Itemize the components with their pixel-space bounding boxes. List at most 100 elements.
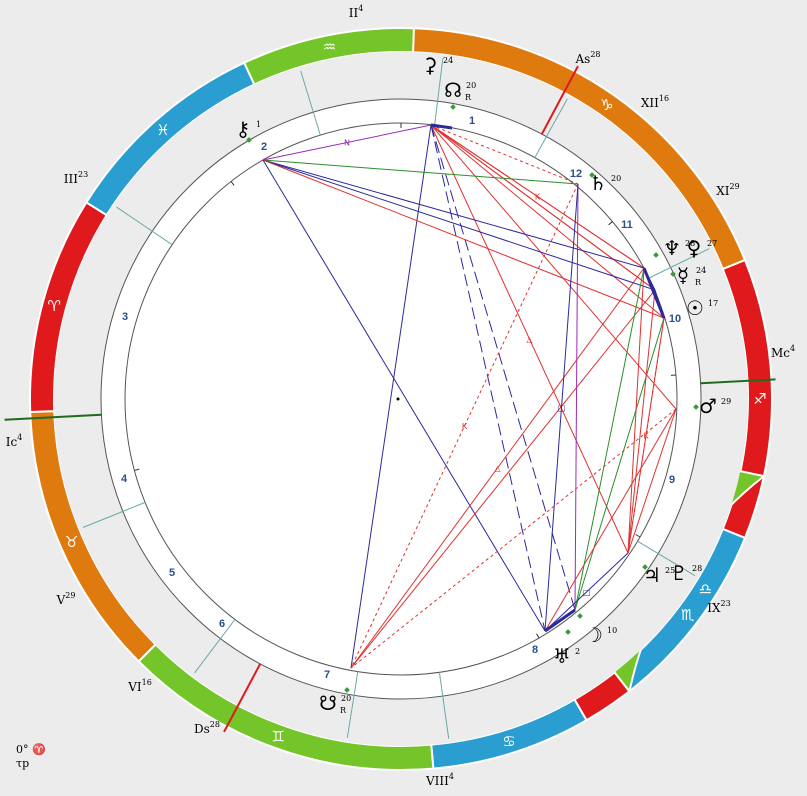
mercury-degree: 24 (696, 266, 706, 275)
aspect-line (350, 183, 579, 669)
aspect-line (262, 159, 665, 319)
planet-marker (450, 104, 456, 110)
aspect-lines: NK△K△K□□ (246, 104, 699, 693)
aspect-line (430, 124, 645, 269)
house-number-2: 2 (261, 141, 267, 153)
aspect-line (544, 408, 677, 632)
aspect-line (262, 159, 645, 269)
gemini-glyph: ♊ (271, 727, 284, 745)
house-number-5: 5 (169, 567, 175, 579)
mercury-glyph: ☿ (677, 263, 689, 287)
aspect-line (350, 289, 656, 669)
aspect-line (430, 124, 546, 632)
saturn-glyph: ♄ (589, 171, 607, 195)
planet-marker (642, 564, 648, 570)
angle-label-ic: Ic4 (6, 433, 23, 449)
house-number-1: 1 (469, 115, 475, 127)
saturn-degree: 20 (611, 174, 621, 183)
chart-center-dot (396, 397, 400, 401)
aspect-line (430, 124, 656, 291)
aspect-line (574, 183, 579, 611)
angle-label-ds: Ds28 (194, 720, 220, 736)
mercury-retrograde: R (695, 278, 702, 287)
aspect-symbol: △ (526, 335, 533, 344)
sagittarius-glyph: ♐ (753, 390, 766, 408)
venus-glyph: ♀ (687, 236, 702, 260)
mars-glyph: ♂ (699, 394, 717, 418)
aspect-symbol: K (462, 422, 468, 431)
aspect-line (430, 124, 665, 319)
aspect-line (544, 552, 629, 632)
chart-labels: Ic4Mc4As28Ds28II4III23V29VI16VIII4IX23XI… (6, 4, 795, 788)
planet-marker (693, 404, 699, 410)
house-cusp-label-XII: XII16 (641, 94, 669, 110)
mars-degree: 29 (721, 397, 731, 406)
aspect-line (350, 124, 432, 669)
south-node-retrograde: R (340, 706, 347, 715)
ceres-degree: 24 (443, 56, 453, 65)
ic-axis-line (4, 413, 102, 421)
moon-degree: 10 (607, 626, 617, 635)
house-tick (608, 221, 613, 226)
aspect-line (574, 317, 665, 611)
ceres-glyph: ⚳ (423, 53, 438, 77)
house-cusp-line (82, 501, 146, 528)
house-number-6: 6 (219, 618, 225, 630)
uranus-degree: 2 (575, 647, 580, 656)
mc-axis-line (700, 378, 776, 385)
angle-label-as: As28 (574, 50, 600, 66)
pluto-glyph: ♇ (670, 561, 688, 585)
aspect-line (262, 159, 579, 185)
house-cusp-line (194, 619, 236, 674)
house-number-8: 8 (532, 644, 538, 656)
reference-point-label: 0° ♈ (16, 743, 46, 756)
aspect-symbol: □ (558, 404, 566, 413)
aspect-line (350, 267, 645, 669)
libra-glyph: ♎ (699, 580, 712, 598)
house-number-10: 10 (669, 313, 681, 325)
chart-corner-info: 0° ♈ τp (16, 743, 46, 771)
house-cusp-line (438, 672, 450, 739)
conjunction-bar (430, 123, 453, 130)
aquarius-glyph: ♒ (323, 38, 336, 56)
aspect-line (627, 289, 656, 554)
aspect-line (627, 317, 665, 554)
venus-degree: 27 (707, 239, 717, 248)
house-cusp-line (648, 248, 710, 279)
as-axis-line (540, 65, 579, 135)
planet-marker (344, 687, 350, 693)
house-cusp-line (300, 70, 321, 136)
aspect-symbol: □ (583, 588, 591, 597)
house-cusp-lines (4, 58, 776, 739)
aspect-line (544, 183, 579, 632)
south-node-glyph: ☋ (319, 691, 337, 715)
house-tick (134, 468, 140, 471)
south-node-degree: 20 (341, 694, 351, 703)
aspect-line (430, 124, 677, 410)
scorpio-glyph: ♏ (681, 606, 695, 624)
moon-glyph: ☽ (585, 623, 603, 647)
house-cusp-label-V: V29 (56, 591, 76, 607)
aries-glyph: ♈ (48, 297, 61, 315)
house-number-4: 4 (121, 473, 128, 485)
house-cusp-label-VI: VI16 (127, 678, 152, 694)
house-cusp-line (637, 540, 696, 577)
ds-axis-line (223, 663, 262, 733)
aspect-line (430, 124, 629, 554)
planet-marker (577, 613, 583, 619)
house-cusp-line (434, 58, 444, 126)
taurus-glyph: ♉ (65, 533, 78, 551)
house-cusp-label-II: II4 (349, 4, 364, 20)
neptune-glyph: ♆ (663, 236, 681, 260)
house-number-7: 7 (324, 669, 330, 681)
house-tick (536, 633, 540, 639)
house-tick (635, 534, 641, 538)
north-node-retrograde: R (465, 93, 472, 102)
house-number-12: 12 (570, 168, 582, 180)
aspect-symbol: △ (494, 464, 501, 473)
jupiter-degree: 25 (665, 566, 675, 575)
pluto-degree: 28 (692, 564, 702, 573)
uranus-glyph: ♅ (553, 644, 571, 668)
north-node-degree: 20 (466, 81, 476, 90)
neptune-degree: 28 (685, 239, 695, 248)
